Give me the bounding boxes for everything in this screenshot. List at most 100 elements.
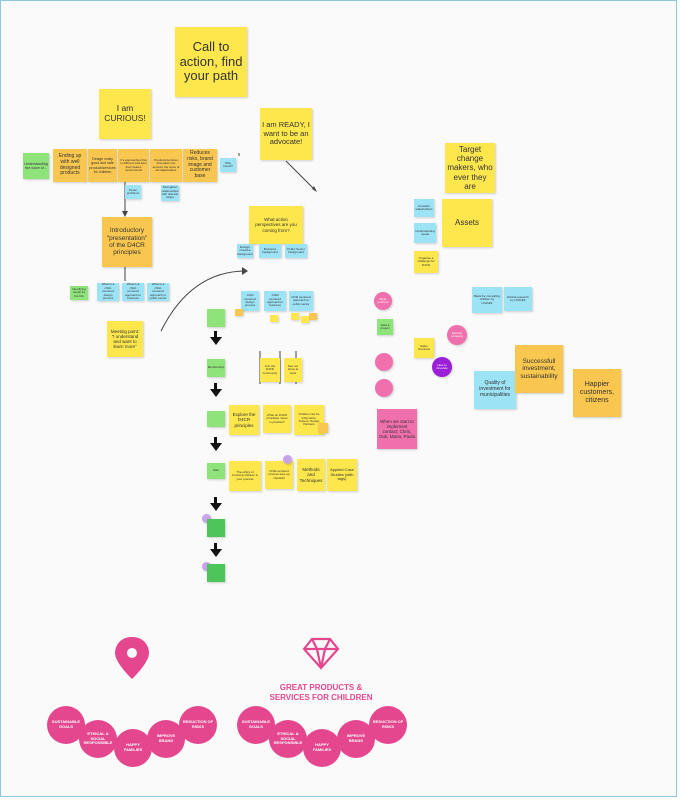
note-target-change-makers[interactable]: Target change makers, who ever they are xyxy=(445,143,495,193)
note-see-work[interactable]: See our show at work xyxy=(284,358,302,382)
note-products-services[interactable]: Products/services that takes into accoun… xyxy=(150,149,182,182)
note-mini-orange-1[interactable] xyxy=(235,309,243,316)
note-child-design-process[interactable]: What is a child-centered design process xyxy=(97,283,119,301)
pill-reduction-risks[interactable]: REDUCTION OF RISKS xyxy=(369,706,407,744)
note-text: Meeting point: "I understand and want to… xyxy=(110,328,140,350)
note-text: Target change makers, who ever they are xyxy=(447,145,493,191)
note-ethical-research[interactable]: Ethical research by UNICEF xyxy=(504,287,532,311)
note-contact[interactable]: When we start to implement contact: Chri… xyxy=(377,409,417,449)
pill-label: SUSTAINABLE GOALS xyxy=(241,719,271,729)
note-assets[interactable]: Assets xyxy=(442,199,492,247)
note-basis[interactable]: Basis for consulting children by UNICEF xyxy=(472,287,502,313)
note-public-bg[interactable]: Public Sector background xyxy=(285,244,307,258)
note-design-safe[interactable]: Design really good and safe product/serv… xyxy=(88,149,117,182)
note-curious[interactable]: I am CURIOUS! xyxy=(99,89,151,139)
note-meet-partners[interactable]: Meet partners xyxy=(374,292,392,310)
note-business-bg[interactable]: Business background xyxy=(259,244,281,258)
note-green-small-3[interactable] xyxy=(207,519,225,537)
note-child-centered[interactable]: Child-centered process step-up checklist xyxy=(265,461,293,489)
note-strengthen[interactable]: Strengthen relationships with ultimate t… xyxy=(161,185,179,201)
arrow-down-icon xyxy=(210,337,222,345)
note-text: It's approaches that is different and be… xyxy=(120,157,147,172)
avatar-dot xyxy=(202,514,211,523)
pill-label: ETHICAL & SOCIAL RESPONSIBLE xyxy=(273,730,303,746)
avatar-dot xyxy=(202,562,211,571)
note-green-small-4[interactable] xyxy=(207,564,225,582)
note-ethics[interactable]: The ethics of involving children in your… xyxy=(229,461,261,491)
pill-happy-families[interactable]: HAPPY FAMILIES xyxy=(303,729,341,767)
pill-reduction-risks[interactable]: REDUCTION OF RISKS xyxy=(179,706,217,744)
note-text: Child centered approach to public sector xyxy=(291,294,311,306)
note-text: What is a child-centered design process xyxy=(101,283,115,301)
note-child-business[interactable]: What is a child-centered approach to bus… xyxy=(122,283,144,301)
note-needs[interactable]: Understanding needs xyxy=(414,223,436,243)
note-start-project[interactable]: Start a project xyxy=(377,319,393,335)
note-explore[interactable]: Explore the D4CR principles xyxy=(229,405,259,435)
note-what-d4cr[interactable]: What do D4CR principles mean in practice… xyxy=(263,405,291,433)
pill-label: SUSTAINABLE GOALS xyxy=(51,719,81,729)
note-organise[interactable]: Organise a challenge for D4CR xyxy=(414,251,438,273)
note-fewer-problems[interactable]: Fewer problems xyxy=(125,185,141,199)
note-mini-yellow-2[interactable] xyxy=(291,313,299,320)
pill-ethical[interactable]: ETHICAL & SOCIAL RESPONSIBLE xyxy=(269,720,307,758)
note-text: Why Invest? xyxy=(223,160,233,168)
pill-happy-families[interactable]: HAPPY FAMILIES xyxy=(114,729,152,767)
note-call-to-action[interactable]: Call to action, find your path xyxy=(175,27,247,97)
note-applied[interactable]: Applied Case Studies (with tags) xyxy=(327,459,357,491)
note-mini-orange-3[interactable] xyxy=(318,423,328,433)
note-consider[interactable]: Consider stakeholders xyxy=(414,199,434,217)
note-green-mid[interactable]: Identifying needs for the DG xyxy=(70,286,88,300)
note-mini-orange-2[interactable] xyxy=(309,313,317,320)
note-meeting-point[interactable]: Meeting point: "I understand and want to… xyxy=(107,321,143,357)
note-text: Business background xyxy=(262,246,278,254)
note-text: What do D4CR principles mean in practice… xyxy=(266,412,288,424)
note-approaches[interactable]: It's approaches that is different and be… xyxy=(118,149,149,182)
note-text: Child-centered process step-up checklist xyxy=(268,468,290,480)
great-products-caption: GREAT PRODUCTS & SERVICES FOR CHILDREN xyxy=(259,683,383,703)
note-text: Basis for consulting children by UNICEF xyxy=(474,293,501,305)
note-green-small-1[interactable] xyxy=(207,309,225,327)
arrow-down-icon xyxy=(210,549,222,557)
note-methods[interactable]: Methods and Techniques xyxy=(297,459,325,491)
note-happier[interactable]: Happier customers, citizens xyxy=(573,369,621,417)
note-mini-yellow-1[interactable] xyxy=(270,315,278,322)
note-ending-up[interactable]: Ending up with well designed products xyxy=(53,149,87,182)
note-how-to[interactable]: How to innovate xyxy=(432,357,452,377)
note-reduces-risks[interactable]: Reduces risks, brand image and customer … xyxy=(183,149,217,182)
note-introductory[interactable]: Introductory "presentation" of the D4CR … xyxy=(102,217,152,267)
note-green-small-2[interactable] xyxy=(207,411,225,427)
pill-improve-brand[interactable]: IMPROVE BRAND xyxy=(147,720,185,758)
pill-ethical[interactable]: ETHICAL & SOCIAL RESPONSIBLE xyxy=(79,720,117,758)
note-what-action[interactable]: What action perspectives are you coming … xyxy=(249,206,303,244)
note-quality-investment[interactable]: Quality of investment for municipalities xyxy=(474,371,516,409)
note-green-start[interactable]: Start xyxy=(207,463,225,479)
pill-sustainable-goals[interactable]: SUSTAINABLE GOALS xyxy=(237,706,275,744)
arrow-down-icon xyxy=(210,443,222,451)
note-successful[interactable]: Successfull investment, sustainability xyxy=(515,345,563,393)
pink-dot-note[interactable] xyxy=(375,379,393,397)
note-sales[interactable]: Sales channels xyxy=(414,338,434,358)
note-text: See our show at work xyxy=(287,363,299,375)
note-green-join[interactable]: Membership xyxy=(207,359,225,377)
note-text: Children can be informants, Testers, Des… xyxy=(298,412,320,427)
note-child-approach[interactable]: Child centered approach to business xyxy=(264,291,286,311)
note-design-bg[interactable]: Design/ Creative background xyxy=(237,244,253,258)
diamond-icon xyxy=(302,637,340,670)
pill-improve-brand[interactable]: IMPROVE BRAND xyxy=(337,720,375,758)
pink-dot-note[interactable] xyxy=(375,353,393,371)
note-join-d4cr[interactable]: Join the D4CR community xyxy=(260,358,280,382)
note-why-invest[interactable]: Why Invest? xyxy=(220,158,236,172)
pill-label: IMPROVE BRAND xyxy=(346,733,366,743)
note-ready[interactable]: I am READY, I want to be an advocate! xyxy=(260,108,312,160)
location-pin-icon xyxy=(115,637,149,679)
note-text: Quality of investment for municipalities xyxy=(479,380,511,398)
note-child-public[interactable]: What is a child-centered approach to pub… xyxy=(147,283,169,301)
note-child-design[interactable]: Child centered design process xyxy=(241,291,259,311)
pill-sustainable-goals[interactable]: SUSTAINABLE GOALS xyxy=(47,706,85,744)
note-understanding[interactable]: Understanding the voice of... xyxy=(23,153,49,179)
note-child-public-sector[interactable]: Child centered approach to public sector xyxy=(289,291,313,311)
note-expand[interactable]: Expand company xyxy=(447,325,467,345)
note-text: Join the D4CR community xyxy=(262,363,278,375)
note-mini-yellow-3[interactable] xyxy=(301,316,309,323)
